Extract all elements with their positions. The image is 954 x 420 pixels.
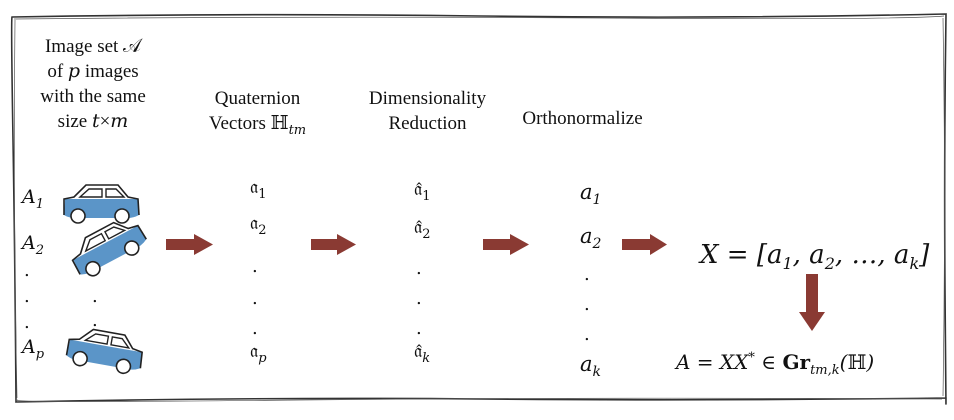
quaternion-heading-line-1: Quaternion (214, 88, 301, 109)
quaternion-vector-1: 𝔞1 (250, 176, 267, 202)
quaternion-vector-2: 𝔞2 (250, 212, 267, 238)
quaternion-heading-line-2: Vectors ℍtm (208, 113, 307, 138)
images-heading-line-1: Image set 𝒜 (44, 36, 142, 57)
ellipsis-dot: . (584, 324, 590, 345)
quaternion-vector-p: 𝔞p (250, 340, 267, 366)
images-heading-line-2: of 𝑝 images (47, 61, 139, 82)
images-heading-line-3: with the same (40, 86, 146, 107)
matrix-formula: X = [a1, a2, …, ak] (700, 240, 930, 274)
reduced-vector-1: 𝔞̂1 (414, 178, 431, 204)
ellipsis-dot: . (584, 294, 590, 315)
quaternion-heading: Quaternion Vectors ℍtm (190, 86, 325, 143)
ellipsis-dot: . (252, 318, 258, 339)
ellipsis-dot: . (416, 258, 422, 279)
arrow-icon-2 (311, 234, 356, 255)
images-heading: Image set 𝒜 of 𝑝 images with the same si… (18, 34, 168, 134)
arrow-icon-1 (166, 234, 213, 255)
orthonormalize-heading: Orthonormalize (505, 106, 660, 131)
reduction-heading: Dimensionality Reduction (350, 86, 505, 136)
car-icon-1 (63, 184, 140, 224)
image-label-2: A2 (22, 232, 45, 258)
basis-vector-2: a2 (580, 224, 602, 253)
ellipsis-dot: . (24, 312, 30, 333)
ellipsis-dot: . (584, 264, 590, 285)
ellipsis-dot: . (24, 286, 30, 307)
ellipsis-dot: . (92, 286, 98, 307)
down-arrow-icon (799, 274, 825, 331)
reduction-heading-line-1: Dimensionality (368, 88, 487, 109)
grassmann-formula: A = XX* ∈ Grtm,k(ℍ) (676, 350, 875, 378)
ellipsis-dot: . (252, 288, 258, 309)
diagram-frame-sketch (13, 15, 945, 402)
ellipsis-dot: . (416, 288, 422, 309)
reduced-vector-2: 𝔞̂2 (414, 216, 431, 242)
arrow-icon-3 (483, 234, 529, 255)
image-label-p: Ap (22, 336, 45, 362)
ellipsis-dot: . (416, 318, 422, 339)
orthonormalize-heading-line-1: Orthonormalize (522, 108, 643, 129)
arrow-icon-4 (622, 234, 667, 255)
reduction-heading-line-2: Reduction (388, 113, 467, 134)
ellipsis-dot: . (92, 310, 98, 331)
car-icon-3 (65, 328, 144, 375)
image-label-1: A1 (22, 186, 45, 212)
ellipsis-dot: . (252, 256, 258, 277)
ellipsis-dot: . (24, 260, 30, 281)
reduced-vector-k: 𝔞̂k (414, 340, 431, 366)
car-icon-2 (71, 221, 147, 277)
basis-vector-k: ak (580, 352, 602, 381)
basis-vector-1: a1 (580, 180, 602, 209)
images-heading-line-4: size 𝑡×𝑚 (57, 111, 129, 132)
